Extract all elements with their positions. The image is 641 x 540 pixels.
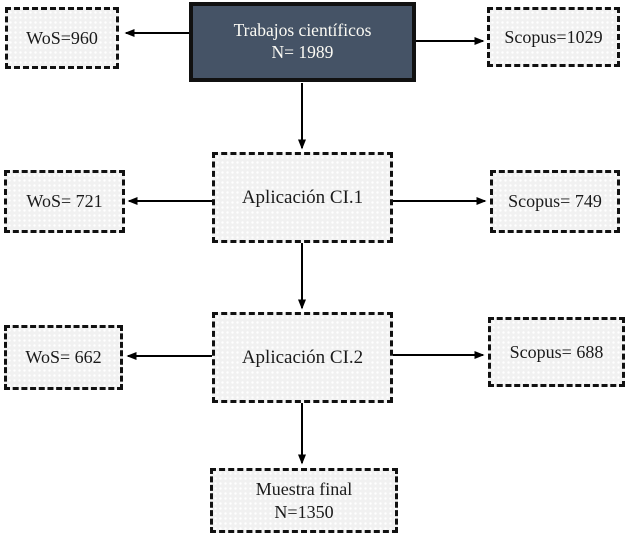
node-scopus-1029: Scopus=1029: [487, 7, 620, 67]
node-scopus-749-label: Scopus= 749: [508, 191, 602, 212]
node-wos-960-label: WoS=960: [26, 27, 98, 48]
node-scopus-749: Scopus= 749: [490, 170, 620, 233]
node-muestra-final-line2: N=1350: [274, 501, 334, 522]
node-wos-662: WoS= 662: [4, 325, 123, 390]
node-trabajos-line1: Trabajos científicos: [233, 20, 372, 41]
node-wos-960: WoS=960: [5, 7, 119, 69]
node-aplicacion-ci1: Aplicación CI.1: [212, 152, 393, 243]
node-muestra-final: Muestra final N=1350: [210, 468, 398, 533]
node-trabajos-line2: N= 1989: [271, 42, 334, 62]
node-wos-662-label: WoS= 662: [25, 347, 102, 368]
node-aplicacion-ci2-label: Aplicación CI.2: [241, 346, 364, 368]
node-muestra-final-line1: Muestra final: [255, 479, 353, 499]
node-wos-721: WoS= 721: [4, 170, 125, 233]
node-scopus-688-label: Scopus= 688: [509, 341, 604, 362]
node-scopus-688: Scopus= 688: [488, 317, 625, 387]
node-aplicacion-ci2: Aplicación CI.2: [212, 312, 393, 403]
node-scopus-1029-label: Scopus=1029: [504, 26, 603, 47]
node-aplicacion-ci1-label: Aplicación CI.1: [241, 186, 364, 208]
node-trabajos-cientificos: Trabajos científicos N= 1989: [189, 2, 416, 82]
node-wos-721-label: WoS= 721: [26, 191, 103, 212]
